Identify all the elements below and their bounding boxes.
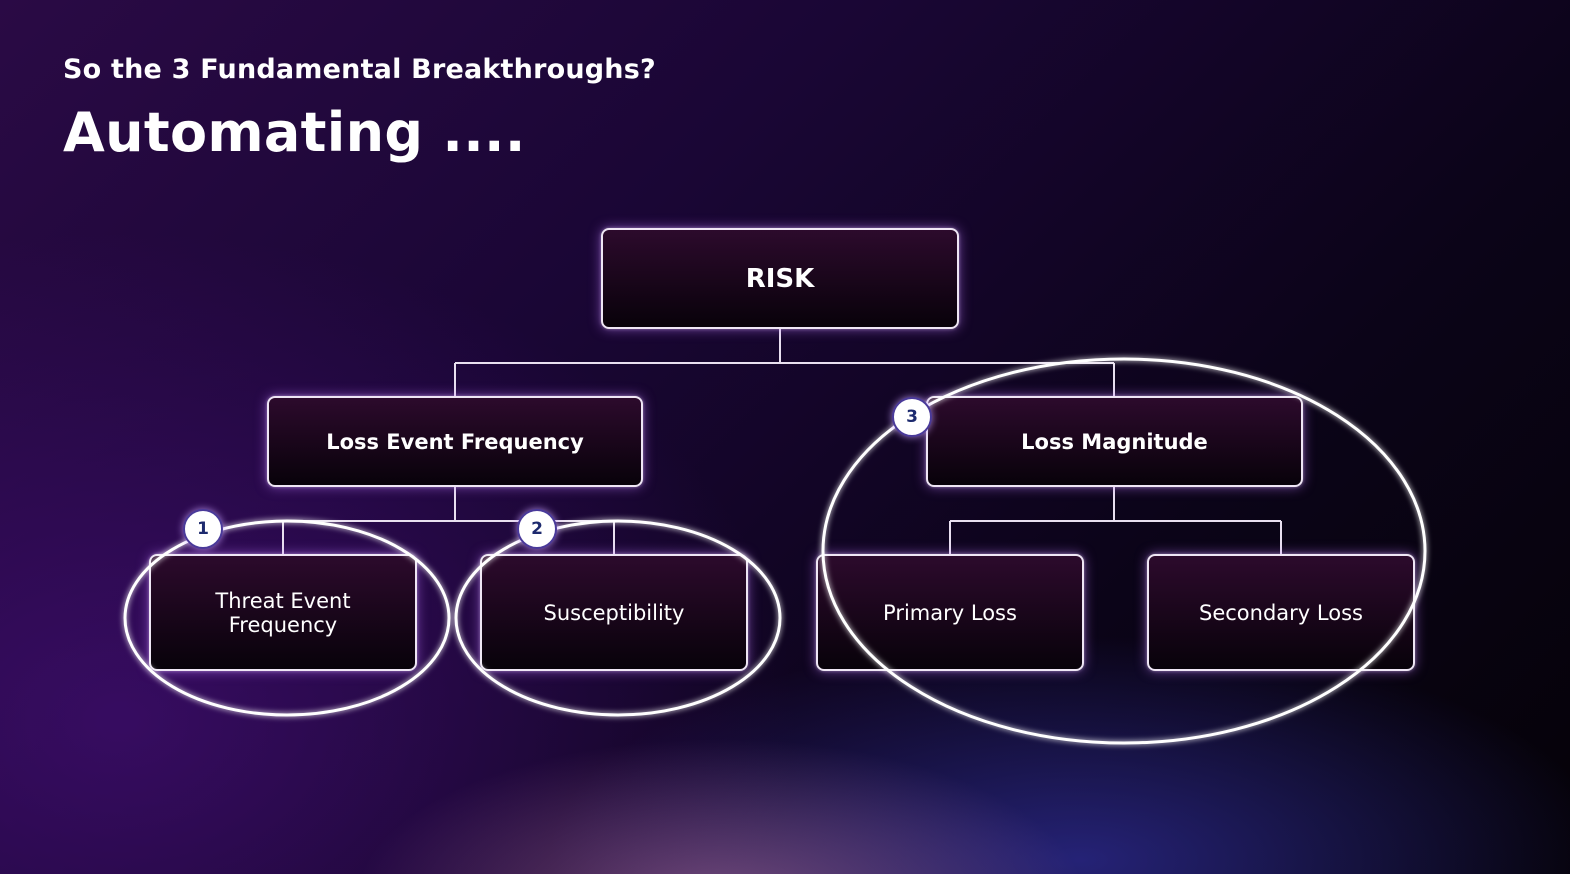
slide-subtitle: So the 3 Fundamental Breakthroughs?: [63, 54, 656, 85]
node-threat-event-frequency: Threat Event Frequency: [149, 554, 417, 671]
highlight-badge-3: 3: [892, 397, 932, 437]
node-threat-event-frequency-label: Threat Event Frequency: [215, 588, 351, 637]
node-risk: RISK: [601, 228, 959, 329]
node-loss-magnitude: Loss Magnitude: [926, 396, 1303, 487]
node-secondary-loss: Secondary Loss: [1147, 554, 1415, 671]
node-risk-label: RISK: [745, 263, 815, 294]
highlight-badge-2: 2: [517, 509, 557, 549]
node-susceptibility: Susceptibility: [480, 554, 748, 671]
node-primary-loss-label: Primary Loss: [883, 600, 1017, 625]
node-secondary-loss-label: Secondary Loss: [1199, 600, 1363, 625]
node-susceptibility-label: Susceptibility: [543, 600, 685, 625]
node-primary-loss: Primary Loss: [816, 554, 1084, 671]
node-loss-event-frequency: Loss Event Frequency: [267, 396, 643, 487]
node-loss-event-frequency-label: Loss Event Frequency: [326, 429, 584, 454]
slide-title: Automating ....: [63, 101, 526, 164]
highlight-badge-1: 1: [183, 509, 223, 549]
node-loss-magnitude-label: Loss Magnitude: [1021, 429, 1208, 454]
